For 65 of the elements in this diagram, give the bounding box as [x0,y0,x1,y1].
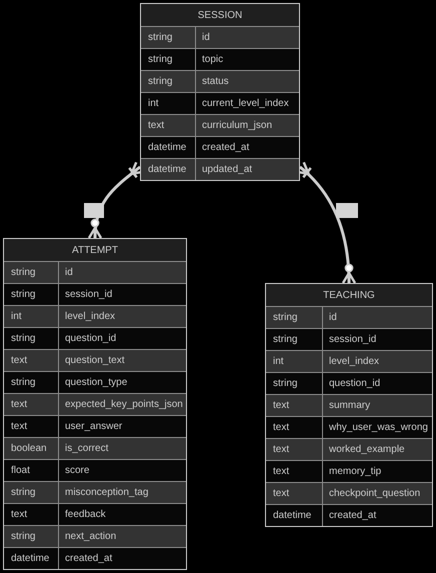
attribute-name-cell: status [196,70,299,92]
attribute-type-cell: int [141,92,196,114]
attribute-name-cell: why_user_was_wrong [323,416,432,438]
attribute-name-cell: is_correct [59,437,186,459]
attribute-name-cell: session_id [59,283,186,305]
attribute-name-cell: created_at [323,504,432,526]
attribute-type-cell: string [4,525,59,547]
attribute-type-cell: string [4,327,59,349]
attribute-type-cell: string [266,306,323,328]
attribute-type-cell: datetime [141,158,196,180]
attribute-type-cell: string [266,328,323,350]
attribute-name-cell: session_id [323,328,432,350]
attribute-type-cell: string [4,481,59,503]
attribute-name-cell: id [196,26,299,48]
attribute-name-cell: current_level_index [196,92,299,114]
attribute-type-cell: string [141,26,196,48]
attribute-name-cell: id [59,261,186,283]
attribute-name-cell: user_answer [59,415,186,437]
entity-table [140,3,300,181]
attribute-name-cell: updated_at [196,158,299,180]
attribute-name-cell: next_action [59,525,186,547]
attribute-name-cell: created_at [59,547,186,569]
attribute-type-cell: string [141,70,196,92]
attribute-type-cell: text [4,349,59,371]
attribute-type-cell: text [4,393,59,415]
attribute-type-cell: string [266,372,323,394]
attribute-type-cell: boolean [4,437,59,459]
entity-table [3,238,187,570]
attribute-type-cell: string [4,283,59,305]
attribute-type-cell: text [266,482,323,504]
attribute-type-cell: datetime [266,504,323,526]
attribute-type-cell: text [4,503,59,525]
attribute-type-cell: text [141,114,196,136]
attribute-name-cell: question_id [59,327,186,349]
attribute-name-cell: level_index [59,305,186,327]
attribute-name-cell: expected_key_points_json [59,393,186,415]
attribute-name-cell: id [323,306,432,328]
attribute-name-cell: checkpoint_question [323,482,432,504]
attribute-type-cell: text [266,460,323,482]
attribute-type-cell: datetime [4,547,59,569]
attribute-type-cell: datetime [141,136,196,158]
attribute-type-cell: int [4,305,59,327]
attribute-type-cell: text [266,394,323,416]
attribute-type-cell: string [4,261,59,283]
attribute-name-cell: misconception_tag [59,481,186,503]
attribute-type-cell: string [141,48,196,70]
entity-table [265,283,433,527]
attribute-name-cell: feedback [59,503,186,525]
attribute-name-cell: curriculum_json [196,114,299,136]
attribute-name-cell: score [59,459,186,481]
attribute-name-cell: summary [323,394,432,416]
attribute-name-cell: created_at [196,136,299,158]
attribute-type-cell: text [4,415,59,437]
attribute-name-cell: topic [196,48,299,70]
attribute-type-cell: string [4,371,59,393]
attribute-type-cell: int [266,350,323,372]
attribute-type-cell: float [4,459,59,481]
attribute-type-cell: text [266,416,323,438]
attribute-name-cell: question_text [59,349,186,371]
attribute-name-cell: question_id [323,372,432,394]
attribute-name-cell: level_index [323,350,432,372]
attribute-name-cell: question_type [59,371,186,393]
attribute-name-cell: worked_example [323,438,432,460]
attribute-name-cell: memory_tip [323,460,432,482]
attribute-type-cell: text [266,438,323,460]
